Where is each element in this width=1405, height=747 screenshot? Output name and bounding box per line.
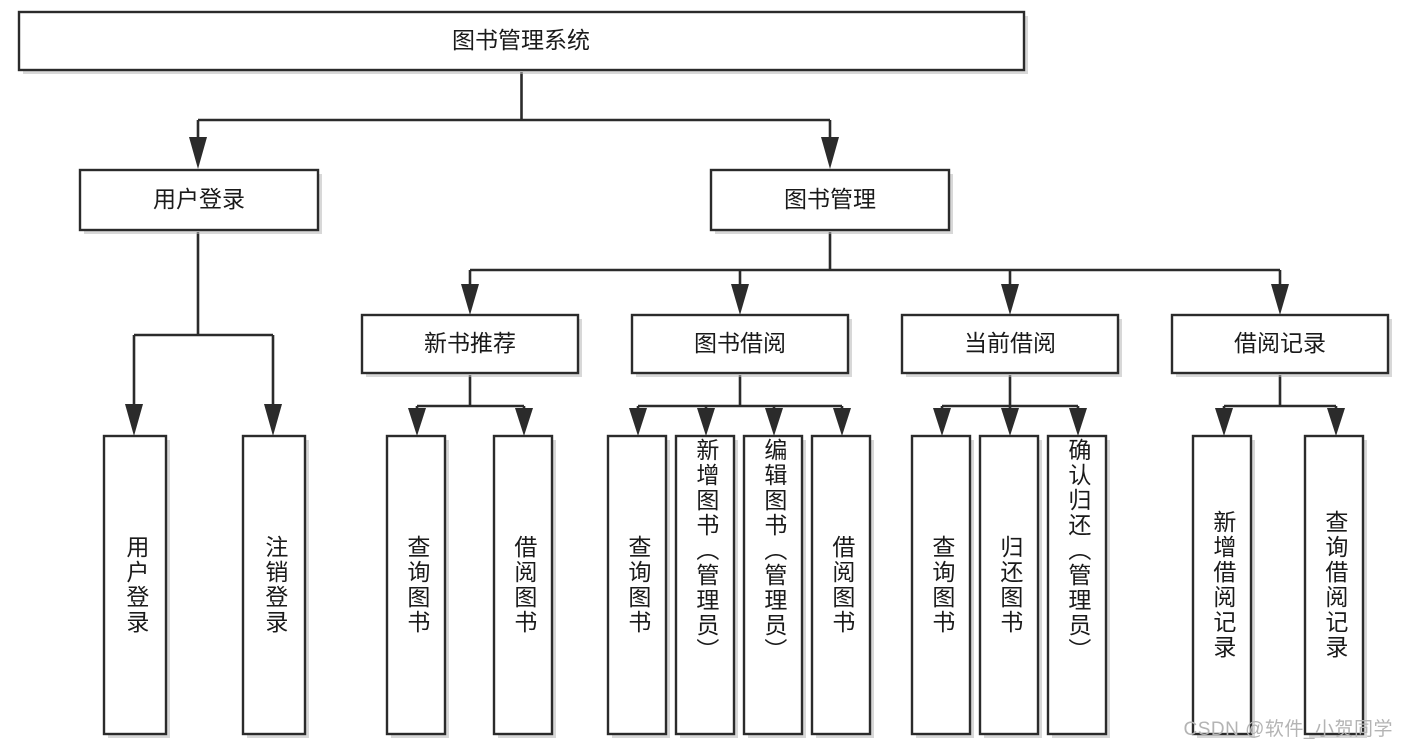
arrowhead-leaf-query-book-3 xyxy=(933,408,951,436)
arrowhead-leaf-user-login xyxy=(125,404,143,436)
arrowhead-leaf-query-book-1 xyxy=(408,408,426,436)
arrowhead-user-login xyxy=(189,137,207,169)
edge-layer xyxy=(125,72,1345,436)
arrowhead-leaf-user-logout xyxy=(264,404,282,436)
node-leaf-return-book[interactable] xyxy=(978,434,1042,738)
node-leaf-user-login[interactable] xyxy=(102,434,170,738)
arrowhead-new-book-rec xyxy=(461,284,479,315)
node-leaf-user-logout[interactable] xyxy=(241,434,309,738)
node-leaf-add-record[interactable] xyxy=(1191,434,1255,738)
arrowhead-leaf-add-record xyxy=(1215,408,1233,436)
node-new-book-rec-label: 新书推荐 xyxy=(424,330,516,356)
node-book-manage[interactable]: 图书管理 xyxy=(709,168,953,234)
arrowhead-leaf-borrow-book-2 xyxy=(833,408,851,436)
node-leaf-query-book-2[interactable] xyxy=(606,434,670,738)
node-root-label: 图书管理系统 xyxy=(452,27,590,53)
arrowhead-leaf-query-record xyxy=(1327,408,1345,436)
node-current-borrow[interactable]: 当前借阅 xyxy=(900,313,1122,377)
arrowhead-leaf-query-book-2 xyxy=(629,408,647,436)
node-user-login-label: 用户登录 xyxy=(153,186,245,212)
arrowhead-leaf-confirm-return xyxy=(1069,408,1087,436)
node-leaf-add-book[interactable] xyxy=(674,434,738,738)
arrowhead-current-borrow xyxy=(1001,284,1019,315)
node-leaf-borrow-book-1[interactable] xyxy=(492,434,556,738)
node-current-borrow-label: 当前借阅 xyxy=(964,330,1056,356)
node-leaf-query-book-1[interactable] xyxy=(385,434,449,738)
node-borrow-record-label: 借阅记录 xyxy=(1234,330,1326,356)
arrowhead-leaf-return-book xyxy=(1001,408,1019,436)
arrowhead-book-borrow xyxy=(731,284,749,315)
node-leaf-borrow-book-2[interactable] xyxy=(810,434,874,738)
arrowhead-leaf-add-book xyxy=(697,408,715,436)
node-leaf-query-book-3[interactable] xyxy=(910,434,974,738)
node-borrow-record[interactable]: 借阅记录 xyxy=(1170,313,1392,377)
arrowhead-leaf-edit-book xyxy=(765,408,783,436)
node-leaf-edit-book[interactable] xyxy=(742,434,806,738)
node-layer: 图书管理系统 用户登录 图书管理 新书推荐 xyxy=(17,10,1392,738)
node-leaf-query-record[interactable] xyxy=(1303,434,1367,738)
node-leaf-confirm-return[interactable] xyxy=(1046,434,1110,738)
arrowhead-borrow-record xyxy=(1271,284,1289,315)
node-user-login[interactable]: 用户登录 xyxy=(78,168,322,234)
node-book-manage-label: 图书管理 xyxy=(784,186,876,212)
node-root[interactable]: 图书管理系统 xyxy=(17,10,1028,74)
arrowhead-book-manage xyxy=(821,137,839,169)
arrowhead-leaf-borrow-book-1 xyxy=(515,408,533,436)
node-book-borrow-label: 图书借阅 xyxy=(694,330,786,356)
node-book-borrow[interactable]: 图书借阅 xyxy=(630,313,852,377)
node-new-book-rec[interactable]: 新书推荐 xyxy=(360,313,582,377)
